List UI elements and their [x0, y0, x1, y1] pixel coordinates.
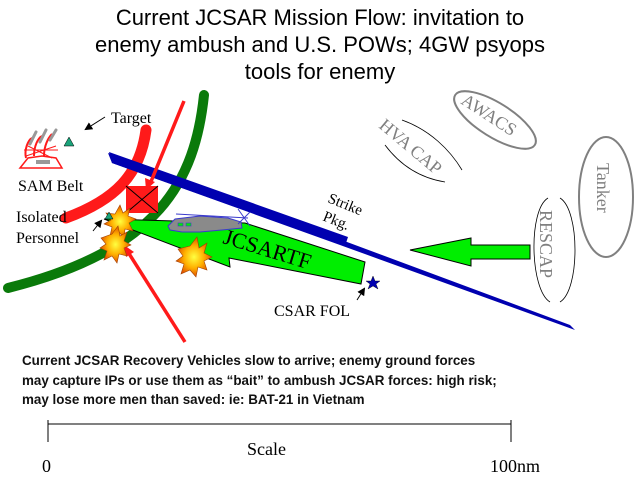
csar-fol-star [365, 275, 381, 290]
friendly-belt-arc [3, 90, 209, 293]
explosion-icon [175, 236, 213, 278]
csar-fol-label: CSAR FOL [274, 303, 350, 320]
isolated-personnel-label-2: Personnel [16, 230, 80, 247]
scale-start-label: 0 [42, 456, 51, 476]
title-line-1: Current JCSAR Mission Flow: invitation t… [115, 5, 525, 30]
scale-end-label: 100nm [490, 456, 540, 476]
caption-line-2: may capture IPs or use them as “bait” to… [22, 372, 497, 388]
isolated-personnel-marker [104, 211, 114, 220]
explosion-icon [99, 225, 132, 264]
threat-arrow-top [148, 100, 186, 185]
title-line-3: tools for enemy [244, 59, 396, 84]
enemy-ground-force-box [125, 185, 159, 214]
rescap-orbit [533, 197, 576, 303]
isolated-personnel-label-1: Isolated [16, 209, 67, 226]
target-label: Target [111, 110, 152, 127]
jcsartf-arrow [103, 218, 366, 285]
caption-line-3: may lose more men than saved: ie: BAT-21… [22, 392, 365, 407]
hva-cap-orbit [384, 119, 463, 183]
helicopter-icon [167, 208, 251, 233]
title-line-2: enemy ambush and U.S. POWs; 4GW psyops [95, 32, 545, 57]
strike-package-band [109, 152, 348, 246]
explosion-icon [103, 204, 137, 239]
threat-arrow-bottom [126, 251, 187, 343]
tanker-label: Tanker [593, 163, 613, 213]
rescap-arrow [409, 237, 531, 267]
target-pointer [84, 116, 106, 131]
awacs-orbit [453, 90, 537, 150]
isolated-personnel-pointer [92, 219, 103, 232]
sam-belt-label: SAM Belt [18, 178, 84, 195]
rescap-label: RESCAP [536, 210, 556, 278]
scale-bar [47, 420, 512, 442]
scale-label: Scale [247, 439, 286, 459]
slide-caption: Current JCSAR Recovery Vehicles slow to … [22, 351, 632, 410]
sam-launcher-icon [18, 128, 64, 169]
csar-fol-pointer [356, 287, 366, 301]
target-marker [63, 136, 75, 147]
sam-belt-arc [60, 124, 152, 224]
caption-line-1: Current JCSAR Recovery Vehicles slow to … [22, 353, 476, 368]
slide-title: Current JCSAR Mission Flow: invitation t… [0, 4, 640, 85]
tanker-orbit [578, 136, 634, 258]
